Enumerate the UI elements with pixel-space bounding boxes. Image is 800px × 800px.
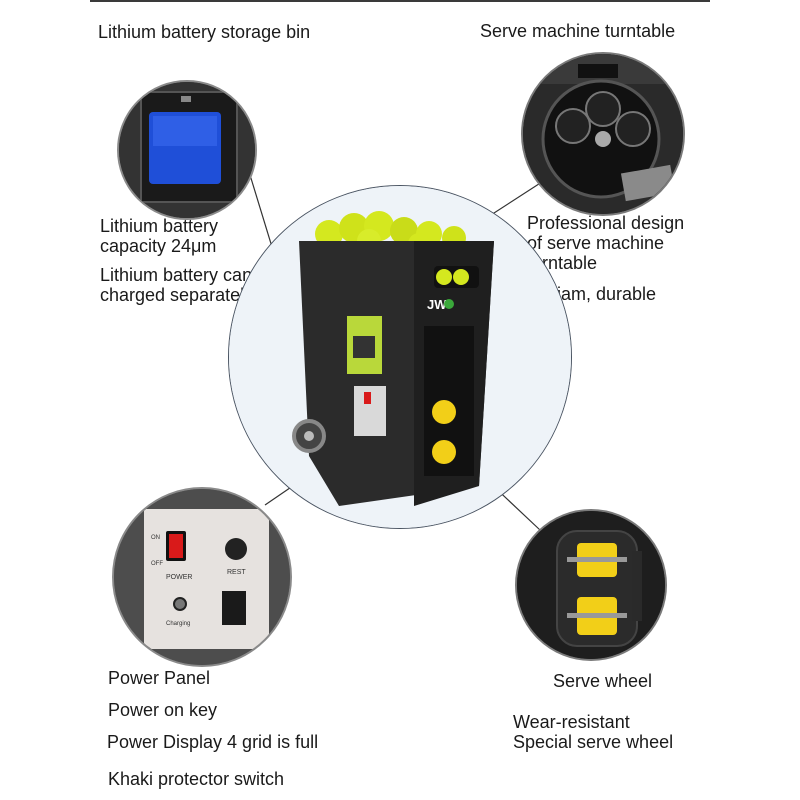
svg-text:ON: ON [151, 535, 160, 541]
label-power-display: Power Display 4 grid is full [107, 732, 319, 752]
brand-logo: JW [427, 297, 447, 312]
label-battery-capacity-1: Lithium battery [100, 216, 219, 236]
label-design-2: of serve machine [527, 233, 665, 253]
svg-text:REST: REST [227, 569, 246, 576]
rest-button-icon [225, 538, 247, 560]
roller-icon [432, 400, 456, 424]
svg-text:POWER: POWER [166, 574, 192, 581]
label-power-key: Power on key [108, 700, 218, 720]
serve-wheel-detail [515, 509, 667, 661]
label-design-1: Professional design [527, 213, 685, 233]
svg-text:OFF: OFF [151, 561, 163, 567]
label-wear-1: Wear-resistant [513, 712, 630, 732]
label-serve-wheel: Serve wheel [553, 671, 653, 691]
label-battery-charge-1: Lithium battery can be [100, 265, 278, 285]
svg-text:Charging: Charging [166, 621, 190, 627]
power-switch-icon [169, 534, 183, 558]
battery-bin-detail [117, 80, 257, 220]
turntable-detail [521, 52, 685, 216]
charging-port-icon [173, 597, 187, 611]
power-panel-detail: ON OFF POWER REST Charging [112, 487, 292, 667]
label-battery-charge-2: charged separately [100, 285, 254, 305]
top-rule [90, 0, 710, 2]
label-battery-capacity-2: capacity 24μm [100, 236, 217, 256]
panel-plate [144, 509, 269, 649]
ball-machine-main-view: JW [228, 185, 572, 529]
label-wear-2: Special serve wheel [513, 732, 674, 752]
label-power-panel: Power Panel [108, 668, 211, 688]
label-battery-bin: Lithium battery storage bin [98, 22, 311, 42]
display-window [222, 591, 246, 625]
label-protector-switch: Khaki protector switch [108, 769, 285, 789]
label-turntable: Serve machine turntable [480, 21, 676, 41]
